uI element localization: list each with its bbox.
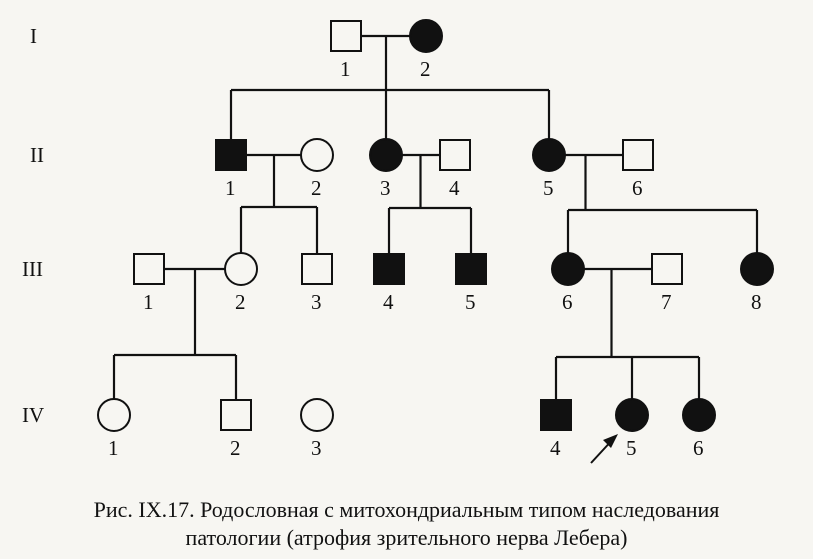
individual-IV-6: 6 (682, 398, 716, 460)
unaffected-female-symbol (97, 398, 131, 432)
generation-label-I: I (30, 24, 37, 48)
pedigree-lines (112, 34, 759, 400)
individual-number-IV-2: 2 (230, 436, 241, 460)
individual-IV-4: 4 (540, 399, 572, 460)
unaffected-male-symbol (133, 253, 165, 285)
individual-III-2: 2 (224, 252, 258, 314)
individual-I-2: 2 (409, 19, 443, 81)
pedigree-symbols: 1 2 1 2 3 4 5 6 1 2 3 4 5 6 7 8 1 2 3 4 5 6 (97, 19, 774, 464)
caption-line-1: Рис. IX.17. Родословная с митохондриальн… (93, 497, 720, 522)
individual-III-8: 8 (740, 252, 774, 314)
individual-number-III-8: 8 (751, 290, 762, 314)
proband-arrow-icon (603, 434, 618, 448)
unaffected-male-symbol (330, 20, 362, 52)
individual-III-4: 4 (373, 253, 405, 314)
individual-III-7: 7 (651, 253, 683, 314)
individual-number-IV-5: 5 (626, 436, 637, 460)
affected-female-symbol (532, 138, 566, 172)
unaffected-male-symbol (439, 139, 471, 171)
individual-number-IV-4: 4 (550, 436, 561, 460)
affected-male-symbol (215, 139, 247, 171)
affected-female-symbol (551, 252, 585, 286)
individual-number-I-2: 2 (420, 57, 431, 81)
unaffected-male-symbol (651, 253, 683, 285)
individual-IV-5: 5 (590, 398, 649, 464)
individual-number-II-2: 2 (311, 176, 322, 200)
unaffected-female-symbol (300, 138, 334, 172)
unaffected-female-symbol (224, 252, 258, 286)
individual-number-III-6: 6 (562, 290, 573, 314)
individual-I-1: 1 (330, 20, 362, 81)
individual-number-I-1: 1 (340, 57, 351, 81)
individual-IV-2: 2 (220, 399, 252, 460)
individual-III-1: 1 (133, 253, 165, 314)
individual-number-IV-6: 6 (693, 436, 704, 460)
individual-number-III-3: 3 (311, 290, 322, 314)
individual-II-3: 3 (369, 138, 403, 200)
affected-female-symbol (615, 398, 649, 432)
individual-II-6: 6 (622, 139, 654, 200)
affected-female-symbol (682, 398, 716, 432)
unaffected-female-symbol (300, 398, 334, 432)
individual-II-2: 2 (300, 138, 334, 200)
affected-male-symbol (540, 399, 572, 431)
generation-label-II: II (30, 143, 44, 167)
individual-II-5: 5 (532, 138, 566, 200)
individual-III-5: 5 (455, 253, 487, 314)
affected-female-symbol (409, 19, 443, 53)
individual-number-II-3: 3 (380, 176, 391, 200)
individual-number-III-4: 4 (383, 290, 394, 314)
individual-II-1: 1 (215, 139, 247, 200)
individual-number-IV-3: 3 (311, 436, 322, 460)
individual-number-II-6: 6 (632, 176, 643, 200)
individual-II-4: 4 (439, 139, 471, 200)
individual-III-6: 6 (551, 252, 585, 314)
individual-IV-3: 3 (300, 398, 334, 460)
unaffected-male-symbol (622, 139, 654, 171)
caption-line-2: патологии (атрофия зрительного нерва Леб… (185, 525, 628, 550)
individual-number-II-5: 5 (543, 176, 554, 200)
individual-number-II-4: 4 (449, 176, 460, 200)
individual-number-IV-1: 1 (108, 436, 119, 460)
individual-number-III-2: 2 (235, 290, 246, 314)
individual-number-III-5: 5 (465, 290, 476, 314)
individual-IV-1: 1 (97, 398, 131, 460)
figure-caption: Рис. IX.17. Родословная с митохондриальн… (0, 496, 813, 552)
individual-number-III-1: 1 (143, 290, 154, 314)
unaffected-male-symbol (220, 399, 252, 431)
individual-III-3: 3 (301, 253, 333, 314)
affected-male-symbol (455, 253, 487, 285)
individual-number-II-1: 1 (225, 176, 236, 200)
generation-label-IV: IV (22, 403, 44, 427)
affected-male-symbol (373, 253, 405, 285)
individual-number-III-7: 7 (661, 290, 672, 314)
affected-female-symbol (740, 252, 774, 286)
unaffected-male-symbol (301, 253, 333, 285)
affected-female-symbol (369, 138, 403, 172)
generation-label-III: III (22, 257, 43, 281)
